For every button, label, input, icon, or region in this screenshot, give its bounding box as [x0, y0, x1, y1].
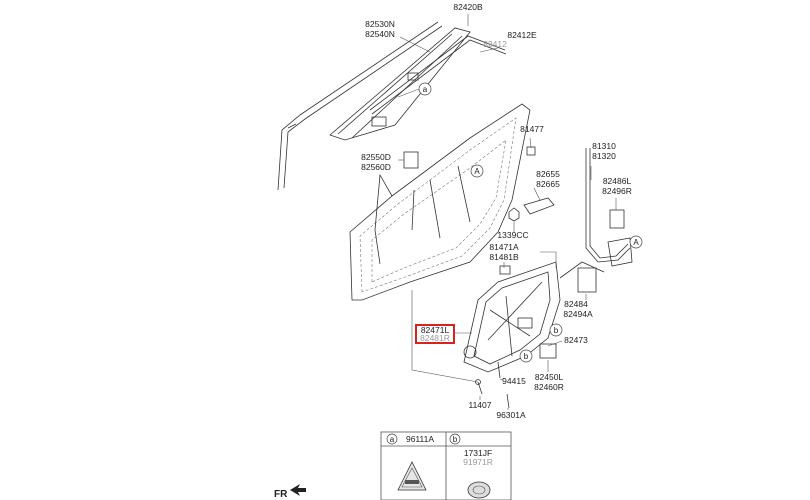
bolt-96301a: [506, 393, 510, 409]
direction-indicator: FR: [274, 484, 306, 500]
handle-82655: [523, 197, 555, 215]
front-arrow-icon: [290, 484, 306, 496]
svg-text:A: A: [633, 238, 639, 247]
latch-81310: [607, 237, 633, 267]
label-82560d: 82560D: [361, 162, 391, 172]
callout-b-2: b: [519, 349, 533, 363]
label-1339cc: 1339CC: [497, 230, 528, 240]
lock-82484: [577, 267, 597, 293]
label-81477: 81477: [520, 124, 544, 134]
bolt-94415: [497, 361, 501, 379]
svg-text:A: A: [474, 167, 480, 176]
direction-label: FR: [274, 489, 288, 500]
callout-b-1: b: [549, 323, 563, 337]
label-82655: 82655: [536, 169, 560, 179]
legend-table: a 96111A b 1731JF 91971R: [380, 431, 512, 500]
garnish-82550d: [403, 151, 419, 169]
label-94415: 94415: [502, 376, 526, 386]
label-11407: 11407: [468, 400, 491, 410]
clip-81477: [526, 146, 536, 156]
legend-a-part: 96111A: [406, 434, 434, 444]
plug-cap-icon: [467, 481, 491, 499]
label-82496r: 82496R: [602, 186, 632, 196]
label-81310: 81310: [592, 141, 616, 151]
motor-82450l: [539, 343, 557, 359]
window-glass: [329, 27, 471, 141]
callout-A-2: A: [629, 235, 643, 249]
label-82550d: 82550D: [361, 152, 391, 162]
legend-a-letter: a: [390, 435, 395, 444]
label-81481b: 81481B: [489, 252, 519, 262]
svg-text:b: b: [524, 352, 529, 361]
emblem-badge-icon: [397, 461, 427, 491]
label-82420b: 82420B: [453, 2, 483, 12]
svg-text:b: b: [554, 326, 559, 335]
clip-81471a: [499, 265, 511, 275]
label-82473: 82473: [564, 335, 588, 345]
latch-82486l: [609, 209, 625, 229]
highlight-box: [415, 324, 455, 344]
label-82530n: 82530N: [365, 19, 395, 29]
door-module-panel: [463, 261, 561, 373]
glass-run-strip: [369, 35, 507, 115]
label-82665: 82665: [536, 179, 560, 189]
callout-A-1: A: [470, 164, 484, 178]
legend-b-part2: 91971R: [463, 457, 493, 467]
label-82494a: 82494A: [563, 309, 593, 319]
run-channel: [277, 21, 443, 191]
label-82486l: 82486L: [603, 176, 632, 186]
label-81320: 81320: [592, 151, 616, 161]
label-81471a: 81471A: [489, 242, 519, 252]
label-82412: 82412: [483, 39, 507, 49]
label-82481r: 82481R: [420, 333, 450, 343]
bolt-11407: [475, 379, 483, 395]
label-82471l: 82471L: [421, 325, 450, 335]
latch-cable: [559, 148, 631, 279]
door-frame: [349, 103, 531, 301]
label-82460r: 82460R: [534, 382, 564, 392]
label-82412e: 82412E: [507, 30, 537, 40]
callout-a: a: [397, 82, 432, 98]
label-82540n: 82540N: [365, 29, 395, 39]
label-82450l: 82450L: [535, 372, 564, 382]
legend-b-letter: b: [453, 435, 458, 444]
label-96301a: 96301A: [496, 410, 526, 420]
label-82484: 82484: [564, 299, 588, 309]
nut-1339cc: [508, 207, 520, 222]
callout-a-text: a: [423, 85, 428, 94]
legend-b-part1: 1731JF: [464, 448, 492, 458]
